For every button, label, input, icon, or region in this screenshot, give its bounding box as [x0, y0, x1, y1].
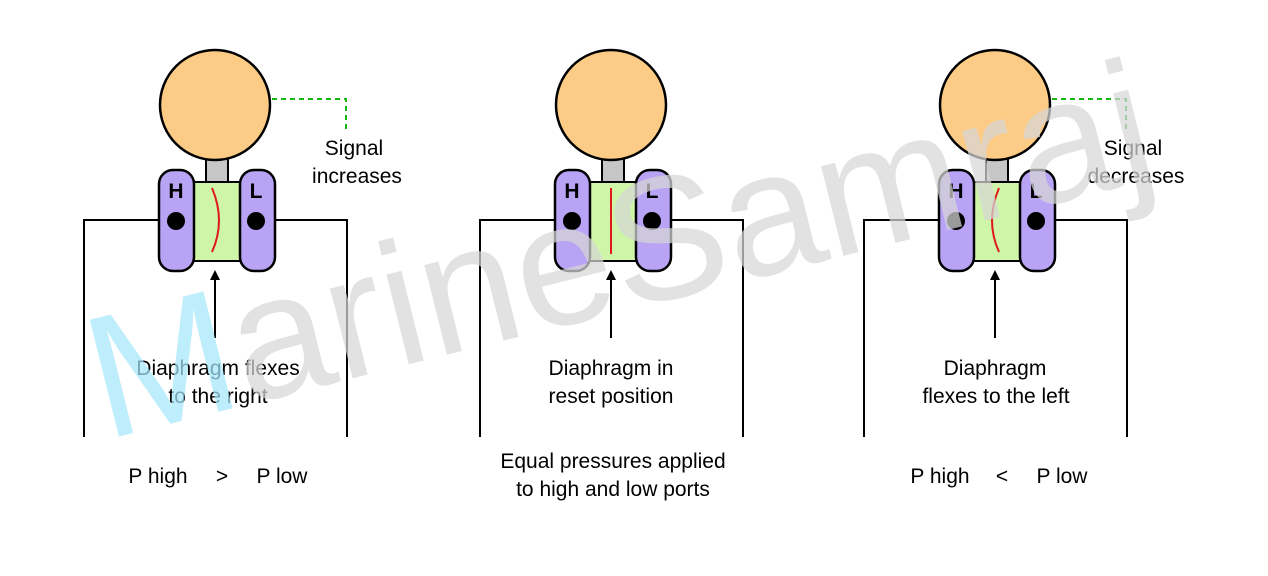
high-port-label: H [168, 180, 183, 203]
diaphragm-flexed-right [211, 187, 220, 253]
diaphragm-caption-line-2: to the right [168, 385, 267, 408]
pressure-low-label: P low [1037, 465, 1089, 488]
panel-positive-differential: Signal increases H L Diaphragm flexes to… [83, 48, 402, 488]
pressure-relation-symbol: > [216, 465, 228, 488]
pressure-relation-symbol: < [996, 465, 1008, 488]
high-port-dot-icon [563, 212, 581, 230]
signal-connector-line [1052, 98, 1127, 133]
gauge-head-icon [938, 48, 1052, 162]
pressure-caption-line-2: to high and low ports [516, 478, 710, 501]
high-port-dot-icon [947, 212, 965, 230]
low-port-label: L [646, 180, 659, 203]
high-port-label: H [948, 180, 963, 203]
low-port-dot-icon [1027, 212, 1045, 230]
signal-label-line-1: Signal [1104, 137, 1162, 160]
low-pressure-line [1035, 219, 1128, 437]
high-pressure-line [479, 219, 572, 437]
high-port-dot-icon [167, 212, 185, 230]
panel-negative-differential: Signal decreases H L Diaphragm flexes to… [863, 48, 1185, 488]
diaphragm-caption-line-2: reset position [549, 385, 674, 408]
low-pressure-line [255, 219, 348, 437]
pressure-high-label: P high [128, 465, 187, 488]
signal-label-line-1: Signal [325, 137, 383, 160]
diaphragm-caption-line-1: Diaphragm [944, 357, 1047, 380]
diaphragm-caption-line-1: Diaphragm flexes [136, 357, 299, 380]
signal-label-line-2: increases [312, 165, 402, 188]
pressure-low-label: P low [257, 465, 309, 488]
signal-connector-line [272, 98, 347, 133]
pressure-caption-line-1: Equal pressures applied [500, 450, 725, 473]
sensing-chamber [589, 181, 637, 262]
diaphragm-caption-line-2: flexes to the left [922, 385, 1069, 408]
low-port-dot-icon [643, 212, 661, 230]
diaphragm-caption-line-1: Diaphragm in [549, 357, 674, 380]
low-port-dot-icon [247, 212, 265, 230]
low-port-label: L [1030, 180, 1043, 203]
gauge-head-icon [554, 48, 668, 162]
low-port-label: L [250, 180, 263, 203]
high-pressure-line [863, 219, 956, 437]
pressure-high-label: P high [910, 465, 969, 488]
diaphragm-flexed-left [991, 187, 1000, 253]
high-pressure-line [83, 219, 176, 437]
signal-label-line-2: decreases [1088, 165, 1185, 188]
sensing-chamber [193, 181, 241, 262]
low-pressure-line [651, 219, 744, 437]
gauge-head-icon [158, 48, 272, 162]
panel-equal-pressure: H L Diaphragm in reset position Equal pr… [479, 48, 744, 501]
high-port-label: H [564, 180, 579, 203]
